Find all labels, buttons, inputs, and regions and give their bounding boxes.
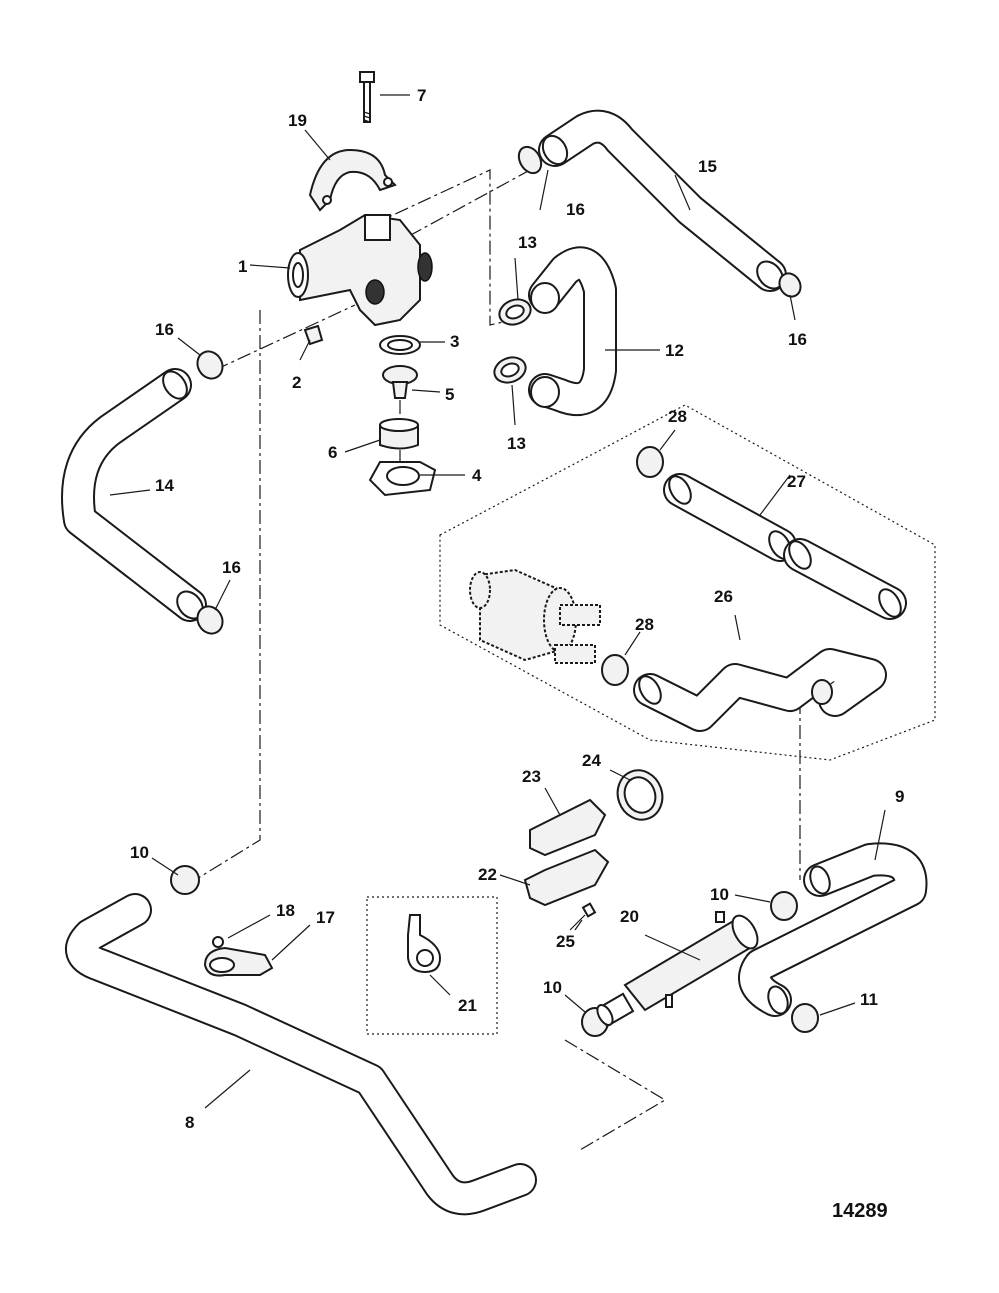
callout-6: 6 xyxy=(328,443,337,462)
callout-16-top: 16 xyxy=(566,200,585,219)
hose-clamp-24 xyxy=(616,769,664,821)
callout-24: 24 xyxy=(582,751,601,770)
callout-16-lower: 16 xyxy=(222,558,241,577)
assembly-view-outline xyxy=(439,404,936,761)
callout-13-top: 13 xyxy=(518,233,537,252)
callout-10-right: 10 xyxy=(710,885,729,904)
bolt xyxy=(359,71,375,123)
hose-8 xyxy=(65,893,537,1216)
hose-9 xyxy=(738,842,928,1017)
callout-5: 5 xyxy=(445,385,454,404)
screw xyxy=(574,902,597,931)
callout-15: 15 xyxy=(698,157,717,176)
mounting-clamp xyxy=(203,936,274,977)
callout-9: 9 xyxy=(895,787,904,806)
hose-clamps-13 xyxy=(493,298,532,384)
hose-14 xyxy=(61,368,207,622)
callout-28-mid: 28 xyxy=(635,615,654,634)
callout-12: 12 xyxy=(665,341,684,360)
callout-4: 4 xyxy=(472,466,482,485)
callout-11: 11 xyxy=(860,990,878,1009)
callout-19: 19 xyxy=(288,111,307,130)
callout-20: 20 xyxy=(620,907,639,926)
callout-7: 7 xyxy=(417,86,426,105)
callout-18: 18 xyxy=(276,901,295,920)
hose-12 xyxy=(528,246,617,416)
callout-14: 14 xyxy=(155,476,174,495)
thermostat xyxy=(382,365,418,399)
bracket-half-22 xyxy=(523,848,610,907)
callout-labels: 7 19 1 2 3 5 6 4 16 15 16 13 13 12 16 14… xyxy=(130,86,904,1222)
bracket-half-23 xyxy=(529,798,607,857)
hose-clamps-28 xyxy=(601,446,833,705)
callout-1: 1 xyxy=(238,257,247,276)
cooler xyxy=(595,911,759,1028)
figure-number: 14289 xyxy=(832,1200,888,1222)
thermostat-housing xyxy=(287,213,433,327)
callout-16-right: 16 xyxy=(788,330,807,349)
callout-10-left: 10 xyxy=(130,843,149,862)
hose-clamp-11 xyxy=(791,1003,819,1033)
p-clamp xyxy=(407,914,442,974)
callout-8: 8 xyxy=(185,1113,194,1132)
cooler-assembly xyxy=(469,568,601,664)
callout-22: 22 xyxy=(478,865,497,884)
hose-27 xyxy=(663,473,907,620)
callout-28-top: 28 xyxy=(668,407,687,426)
flange-gasket xyxy=(368,461,437,497)
hose-26 xyxy=(633,648,887,732)
hose-clamps-10 xyxy=(170,865,798,1037)
sleeve xyxy=(379,418,419,450)
clamp-bracket xyxy=(308,148,397,212)
hose-clamps-16 xyxy=(196,145,802,635)
callout-25: 25 xyxy=(556,932,575,951)
inset-box-21 xyxy=(366,896,498,1035)
leader-lines xyxy=(109,94,886,1109)
callout-17: 17 xyxy=(316,908,335,927)
assembly-lines xyxy=(194,169,801,1151)
callout-10-bottom: 10 xyxy=(543,978,562,997)
plug-fitting xyxy=(303,324,324,346)
callout-13-bottom: 13 xyxy=(507,434,526,453)
callout-16-left: 16 xyxy=(155,320,174,339)
callout-27: 27 xyxy=(787,472,806,491)
callout-21: 21 xyxy=(458,996,477,1015)
callout-3: 3 xyxy=(450,332,459,351)
callout-2: 2 xyxy=(292,373,301,392)
callout-23: 23 xyxy=(522,767,541,786)
callout-26: 26 xyxy=(714,587,733,606)
